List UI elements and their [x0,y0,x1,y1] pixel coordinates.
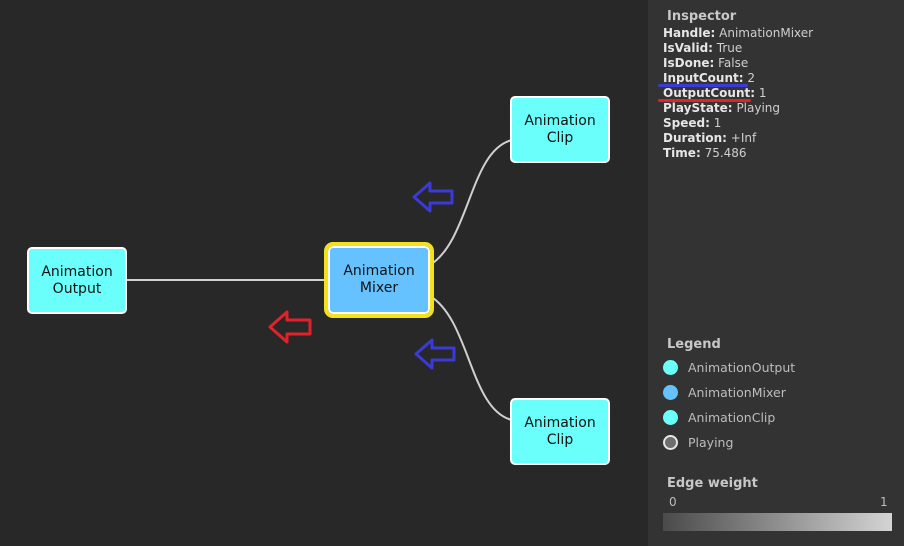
legend-dot-icon [663,360,678,375]
output-arrow-icon [268,310,312,344]
input-arrow-icon [412,181,454,213]
inspector-row-inputcount: InputCount: 2 [663,71,756,85]
node-label: Animation Output [41,263,113,297]
animation-mixer-node[interactable]: Animation Mixer [324,242,434,318]
edge-mixer-clip-bottom [429,295,513,421]
edge-weight-min-label: 0 [669,495,677,509]
inspector-row-time: Time: 75.486 [663,146,747,160]
legend-item-playing: Playing [663,435,733,450]
animation-output-node[interactable]: Animation Output [27,247,127,314]
node-label: Animation Clip [524,414,596,448]
animation-clip-node[interactable]: Animation Clip [510,398,610,465]
graph-view[interactable]: Animation Output Animation Mixer Animati… [0,0,648,546]
node-label: Animation Mixer [343,263,415,296]
inspector-row-isvalid: IsValid: True [663,41,743,55]
legend-label: AnimationClip [688,410,776,425]
edge-weight-title: Edge weight [667,476,758,491]
side-panel: Inspector Handle: AnimationMixer IsValid… [648,0,904,546]
legend-label: Playing [688,435,734,450]
legend-dot-icon [663,435,678,450]
input-count-highlight [658,84,748,87]
legend-title: Legend [667,337,721,352]
inspector-row-outputcount: OutputCount: 1 [663,86,767,100]
inspector-row-isdone: IsDone: False [663,56,749,70]
output-count-highlight [658,99,751,102]
legend-item-animation-mixer: AnimationMixer [663,385,786,400]
legend-item-animation-output: AnimationOutput [663,360,795,375]
inspector-row-duration: Duration: +Inf [663,131,757,145]
node-label: Animation Clip [524,112,596,146]
legend-item-animation-clip: AnimationClip [663,410,775,425]
legend-label: AnimationOutput [688,360,796,375]
inspector-row-speed: Speed: 1 [663,116,722,130]
edge-mixer-clip-top [429,139,513,266]
inspector-row-handle: Handle: AnimationMixer [663,26,814,40]
graph-edges [126,139,513,421]
edge-weight-max-label: 1 [880,495,888,509]
input-arrow-icon [414,338,456,370]
animation-clip-node[interactable]: Animation Clip [510,96,610,163]
legend-dot-icon [663,385,678,400]
edge-weight-gradient-bar [663,513,892,531]
inspector-title: Inspector [667,9,737,24]
legend-label: AnimationMixer [688,385,786,400]
legend-dot-icon [663,410,678,425]
inspector-row-playstate: PlayState: Playing [663,101,781,115]
